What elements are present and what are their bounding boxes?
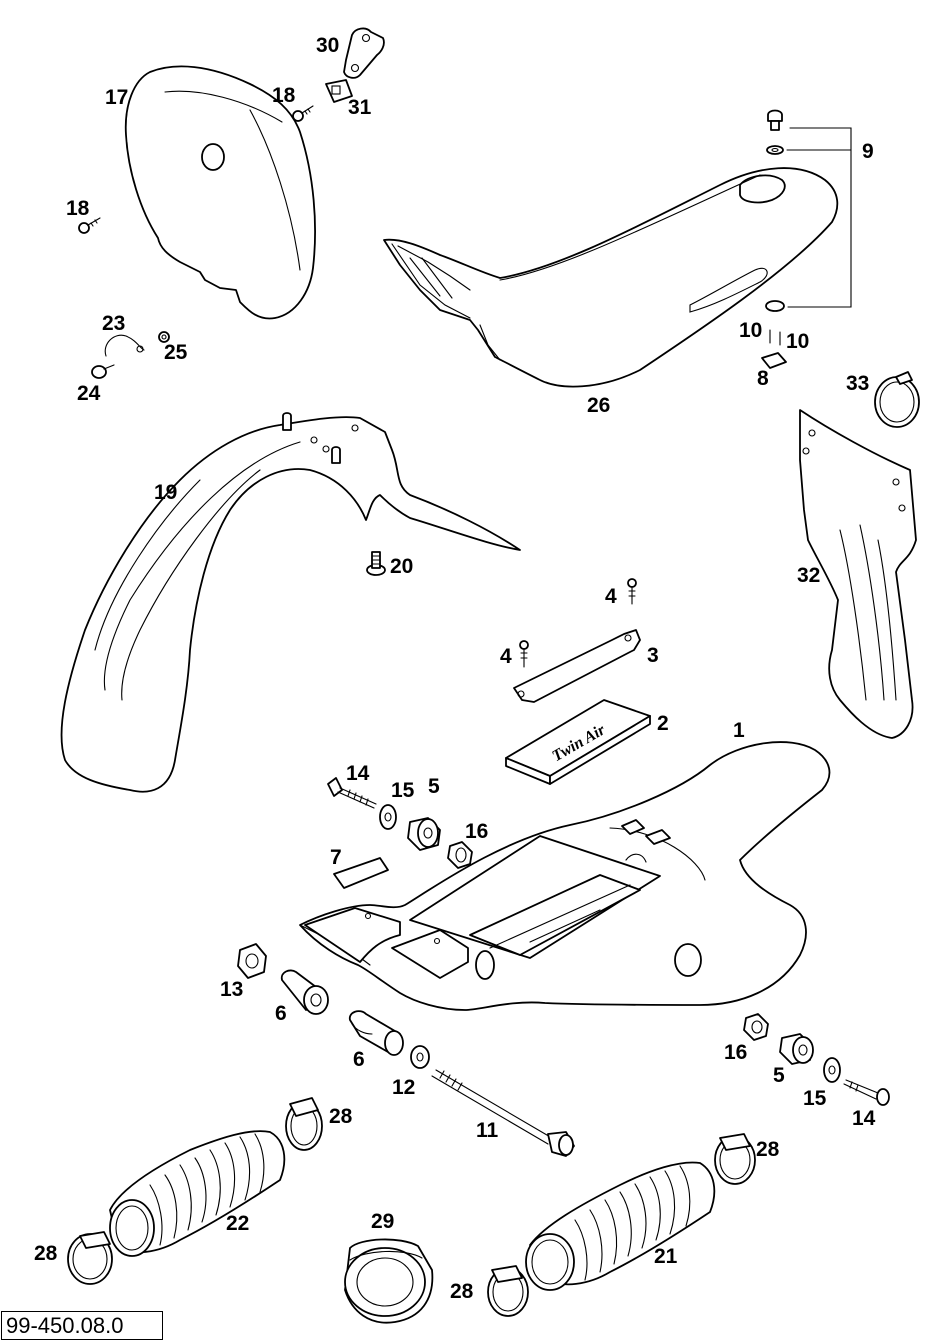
part-18-screw-left [78,217,101,234]
callout-25: 25 [164,341,188,364]
callout-29: 29 [371,1210,394,1233]
callout-11: 11 [476,1119,499,1142]
part-28-clamp-upper-right [714,1133,756,1185]
callout-28: 28 [450,1280,474,1303]
callout-30: 30 [316,34,339,57]
callout-31: 31 [348,96,372,119]
callout-21: 21 [654,1245,678,1268]
part-7-pad [333,857,389,889]
callout-16: 16 [724,1041,747,1064]
part-10-8-seat-clip [761,329,787,369]
part-19-front-fender [60,412,521,793]
part-15-washer-right [823,1057,841,1083]
part-14-bolt-left [327,777,377,809]
callout-5: 5 [428,775,440,798]
part-33-clamp [874,371,920,428]
part-22-boot-left [109,1130,286,1257]
part-12-washer [410,1045,430,1069]
part-20-screw [366,551,386,576]
callout-28: 28 [329,1105,353,1128]
part-13-nut [237,943,267,979]
part-32-mudflap [799,409,917,739]
part-21-boot-right [525,1161,716,1291]
callout-32: 32 [797,564,820,587]
callout-23: 23 [102,312,125,335]
callout-24: 24 [77,382,101,405]
callout-4: 4 [605,585,617,608]
callout-2: 2 [657,712,669,735]
part-26-seat [383,167,839,388]
callout-19: 19 [154,481,177,504]
callout-28: 28 [34,1242,58,1265]
part-18-screw-upper [292,105,314,122]
callout-8: 8 [757,367,769,390]
callout-7: 7 [330,846,342,869]
callout-15: 15 [391,779,415,802]
part-6-sleeve-lower [348,1010,404,1056]
part-15-washer-left [379,804,397,830]
part-29-rubber-sleeve [344,1238,434,1324]
part-5-spacer-left [407,817,441,851]
drawing-number-box: 99-450.08.0 [1,1311,163,1340]
callout-22: 22 [226,1212,249,1235]
callout-12: 12 [392,1076,415,1099]
part-28-clamp-lower-right [487,1265,529,1317]
part-23-cable-tie [104,334,145,357]
part-4-screw-left [519,640,529,668]
part-25-nut [158,331,170,343]
callout-15: 15 [803,1087,827,1110]
part-5-spacer-right [779,1033,814,1065]
callout-10: 10 [786,330,809,353]
part-14-bolt-right [843,1079,890,1106]
callout-17: 17 [105,86,128,109]
part-28-clamp-lower-left [67,1231,113,1285]
callout-16: 16 [465,820,488,843]
part-9-seat-fasteners [765,109,852,312]
callout-5: 5 [773,1064,785,1087]
callout-18: 18 [272,84,296,107]
part-24-screw [91,364,115,379]
part-3-cover-plate [513,629,641,703]
callout-26: 26 [587,394,610,417]
part-4-screw-upper [627,578,637,605]
callout-33: 33 [846,372,869,395]
part-16-nut-right [743,1013,769,1041]
callout-14: 14 [346,762,370,785]
part-2-battery-box: Twin Air [505,699,651,785]
callout-labels: 1 2 3 4 4 5 5 6 6 7 8 9 10 10 11 12 13 1… [34,34,876,1303]
callout-6: 6 [275,1002,287,1025]
callout-18: 18 [66,197,90,220]
part-30-bracket [343,27,385,79]
part-11-long-bolt [431,1069,575,1157]
drawing-number: 99-450.08.0 [6,1313,124,1338]
part-16-nut-left [447,841,473,869]
callout-28: 28 [756,1138,780,1161]
part-28-clamp-upper-left [285,1097,323,1151]
callout-1: 1 [733,719,745,742]
callout-9: 9 [862,140,874,163]
callout-20: 20 [390,555,413,578]
part-31-clip-nut [325,79,353,103]
callout-6: 6 [353,1048,365,1071]
callout-3: 3 [647,644,659,667]
callout-14: 14 [852,1107,876,1130]
part-6-sleeve-upper [280,969,329,1015]
callout-13: 13 [220,978,243,1001]
part-17-number-plate [124,65,316,320]
part-1-rear-fender [299,741,831,1011]
callout-10: 10 [739,319,762,342]
callout-4: 4 [500,645,512,668]
